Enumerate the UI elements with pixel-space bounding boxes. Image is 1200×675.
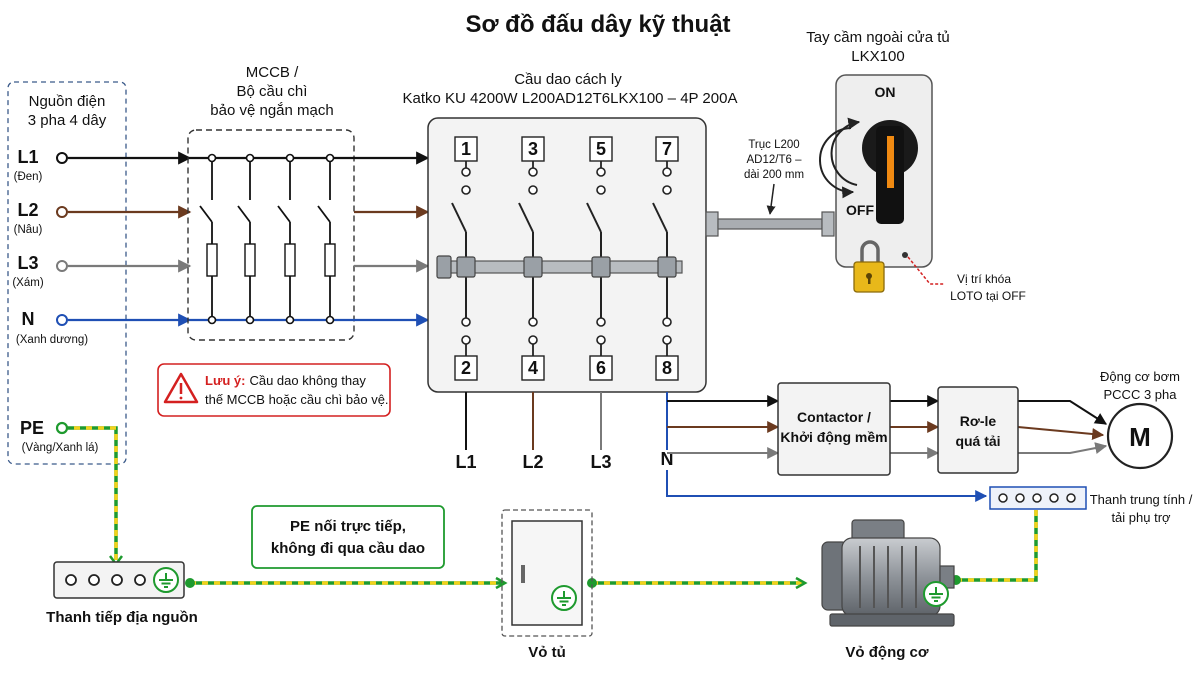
relay-label-2: quá tải	[955, 433, 1000, 449]
isolator-box	[427, 117, 707, 393]
terminal-3: 3	[528, 139, 538, 159]
handle-title-2: LKX100	[851, 48, 904, 65]
handle-title-1: Tay cầm ngoài cửa tủ	[806, 29, 949, 46]
warning-icon	[163, 372, 199, 404]
phase-n-desc: (Xanh dương)	[16, 334, 88, 346]
ground-bar	[53, 561, 185, 599]
source-title-line2: 3 pha 4 dây	[28, 112, 107, 129]
motor-icon	[821, 519, 955, 627]
motor-frame-label: Vỏ động cơ	[845, 644, 928, 661]
pe-note-line1: PE nối trực tiếp,	[290, 518, 406, 535]
mccb-title-line3: bảo vệ ngắn mạch	[210, 102, 333, 119]
neutral-bar-label-2: tải phụ trợ	[1111, 510, 1171, 525]
ground-bar-label: Thanh tiếp địa nguồn	[46, 609, 198, 626]
terminal-5: 5	[596, 139, 606, 159]
contactor-box	[777, 382, 891, 476]
terminal-4: 4	[528, 358, 538, 378]
handle-on-label: ON	[875, 84, 896, 100]
diagram-title: Sơ đồ đấu dây kỹ thuật	[465, 11, 730, 38]
phase-l1-label: L1	[17, 147, 38, 167]
neutral-bar-label-1: Thanh trung tính /	[1090, 492, 1193, 507]
output-l2-label: L2	[522, 452, 543, 472]
motor-symbol	[1106, 402, 1174, 470]
isolator-model: Katko KU 4200W L200AD12T6LKX100 – 4P 200…	[403, 90, 738, 107]
relay-box	[937, 386, 1019, 474]
contactor-label-2: Khởi động mềm	[780, 429, 887, 445]
shaft-label-1: Trục L200	[748, 139, 799, 151]
terminal-1: 1	[461, 139, 471, 159]
phase-l1-desc: (Đen)	[14, 171, 43, 183]
neutral-bar	[989, 486, 1087, 510]
door-handle[interactable]: ON OFF	[819, 74, 933, 268]
phase-l2-label: L2	[17, 200, 38, 220]
loto-label-1: Vị trí khóa	[957, 272, 1011, 286]
cabinet-handle	[521, 565, 525, 583]
shaft	[705, 211, 835, 237]
phase-l3-label: L3	[17, 253, 38, 273]
motor-symbol-letter: M	[1129, 422, 1151, 452]
phase-l2-desc: (Nâu)	[14, 224, 43, 236]
motor-label-2: PCCC 3 pha	[1104, 387, 1178, 402]
isolator-title: Cầu dao cách ly	[514, 71, 622, 88]
pe-note: PE nối trực tiếp, không đi qua cầu dao	[251, 505, 445, 569]
pe-desc: (Vàng/Xanh lá)	[22, 442, 99, 454]
mccb-title-line1: MCCB /	[246, 64, 299, 81]
terminal-8: 8	[662, 358, 672, 378]
isolator-output-lines	[465, 392, 668, 450]
terminal-6: 6	[596, 358, 606, 378]
isolator-poles: 1 2 3 4 5 6	[451, 136, 679, 381]
motor-label-1: Động cơ bơm	[1100, 369, 1180, 384]
terminal-2: 2	[461, 358, 471, 378]
relay-label-1: Rơ-le	[960, 413, 997, 429]
mccb-title-line2: Bộ cầu chì	[237, 83, 308, 100]
ground-icon	[153, 567, 179, 593]
warning-text-2: thế MCCB hoặc cầu chì bảo vệ.	[205, 392, 389, 407]
handle-off-label: OFF	[846, 202, 874, 218]
mccb-box	[187, 129, 355, 341]
loto-label-2: LOTO tại OFF	[950, 289, 1026, 303]
warning-label: Lưu ý:	[205, 373, 245, 388]
padlock-icon	[853, 240, 885, 293]
warning-text-1: Cầu dao không thay	[249, 373, 366, 388]
pe-label: PE	[20, 418, 44, 438]
output-l1-label: L1	[455, 452, 476, 472]
output-l3-label: L3	[590, 452, 611, 472]
source-title-line1: Nguồn điện	[29, 93, 106, 110]
contactor-label-1: Contactor /	[797, 409, 871, 425]
warning-note: Lưu ý: Cầu dao không thay thế MCCB hoặc c…	[157, 363, 391, 417]
ganged-operating-bar	[436, 255, 683, 279]
shaft-label-3: dài 200 mm	[744, 169, 804, 181]
shaft-label-2: AD12/T6 –	[747, 154, 803, 166]
source-box	[7, 81, 127, 465]
shaft-pointer	[766, 183, 776, 215]
loto-pointer	[907, 256, 945, 285]
source-feed-lines	[56, 151, 192, 327]
cabinet-ground-icon	[551, 585, 577, 611]
svg-text:Lưu ý:Cầu dao không thay: Lưu ý: Cầu dao không thay	[205, 373, 366, 388]
load-feed-lines	[666, 395, 1108, 502]
pe-note-line2: không đi qua cầu dao	[271, 540, 425, 557]
cabinet-outline	[501, 509, 593, 637]
terminal-7: 7	[662, 139, 672, 159]
cabinet-label: Vỏ tủ	[528, 644, 566, 661]
phase-l3-desc: (Xám)	[12, 277, 43, 289]
mccb-poles	[190, 151, 430, 327]
phase-n-label: N	[22, 309, 35, 329]
